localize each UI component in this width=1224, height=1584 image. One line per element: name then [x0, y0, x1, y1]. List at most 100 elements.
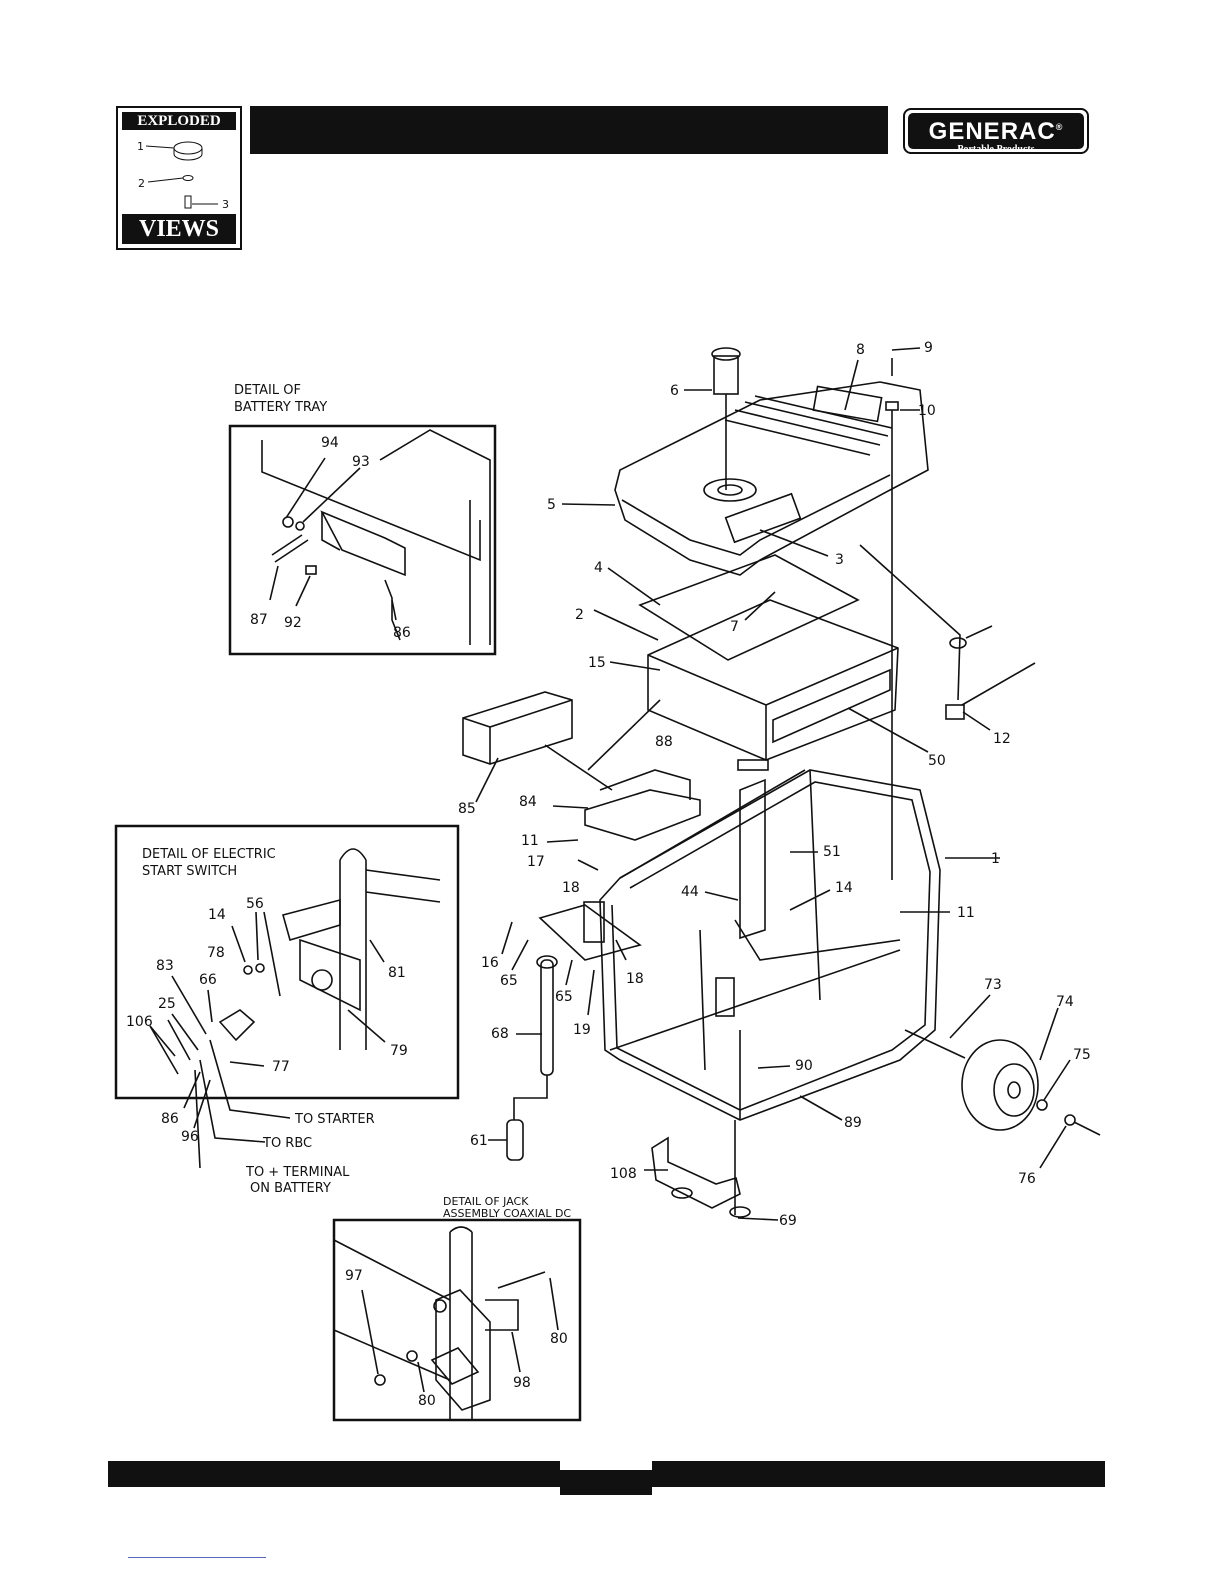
electric-start-title-1: DETAIL OF ELECTRIC: [142, 847, 276, 862]
callout-80a: 80: [550, 1331, 568, 1347]
callout-73: 73: [984, 977, 1002, 993]
callout-68: 68: [491, 1026, 509, 1042]
callout-3: 3: [835, 552, 844, 568]
badge-label-2: 2: [138, 177, 145, 190]
callout-15: 15: [588, 655, 606, 671]
exploded-views-badge: EXPLODED 1 2 3 VIEWS: [116, 106, 242, 250]
badge-mini-diagram: 1 2 3: [137, 140, 229, 211]
note-to-terminal: TO + TERMINAL: [245, 1165, 350, 1180]
callout-19: 19: [573, 1022, 591, 1038]
note-to-starter: TO STARTER: [294, 1112, 375, 1127]
callout-51: 51: [823, 844, 841, 860]
callout-77: 77: [272, 1059, 290, 1075]
callout-74: 74: [1056, 994, 1074, 1010]
note-on-battery: ON BATTERY: [250, 1181, 331, 1196]
callout-97: 97: [345, 1268, 363, 1284]
electric-start-title-2: START SWITCH: [142, 864, 237, 879]
callout-79: 79: [390, 1043, 408, 1059]
callout-85: 85: [458, 801, 476, 817]
handle-hinge: [583, 901, 605, 943]
callout-7: 7: [730, 619, 739, 635]
battery-tray-title-1: DETAIL OF: [234, 383, 301, 398]
callout-5: 5: [547, 497, 556, 513]
axle: [904, 1029, 966, 1059]
tank-pad: [638, 554, 860, 661]
jack-plate: [435, 1289, 491, 1411]
detail-battery-tray-box: [228, 424, 497, 656]
callout-94: 94: [321, 435, 339, 451]
note-to-rbc: TO RBC: [262, 1136, 312, 1151]
callout-98: 98: [513, 1375, 531, 1391]
jack-title-2: ASSEMBLY COAXIAL DC: [443, 1207, 571, 1220]
callout-9: 9: [924, 340, 933, 356]
callout-78: 78: [207, 945, 225, 961]
callout-106: 106: [126, 1014, 153, 1030]
callout-88: 88: [655, 734, 673, 750]
battery: [462, 691, 573, 765]
callout-44: 44: [681, 884, 699, 900]
callout-96: 96: [181, 1129, 199, 1145]
badge-title-bottom: VIEWS: [122, 214, 236, 244]
callout-25: 25: [158, 996, 176, 1012]
callout-16: 16: [481, 955, 499, 971]
detail-jack-box: [332, 1218, 582, 1422]
callout-84: 84: [519, 794, 537, 810]
foot-bracket: [651, 1136, 741, 1209]
frame: [599, 769, 941, 1121]
tank-bracket: [647, 599, 899, 761]
callout-86-tray: 86: [393, 625, 411, 641]
callout-92: 92: [284, 615, 302, 631]
callout-87: 87: [250, 612, 268, 628]
callout-17: 17: [527, 854, 545, 870]
callout-80b: 80: [418, 1393, 436, 1409]
callout-4: 4: [594, 560, 603, 576]
callout-81: 81: [388, 965, 406, 981]
callout-89: 89: [844, 1115, 862, 1131]
callout-14-switch: 14: [208, 907, 226, 923]
callout-11b: 11: [957, 905, 975, 921]
callout-12: 12: [993, 731, 1011, 747]
fuel-tank: [614, 381, 929, 576]
callout-75: 75: [1073, 1047, 1091, 1063]
footer-link-underline[interactable]: [128, 1557, 266, 1558]
callout-65b: 65: [555, 989, 573, 1005]
battery-tray: [584, 789, 701, 841]
callout-83: 83: [156, 958, 174, 974]
jack-title-1: DETAIL OF JACK: [443, 1195, 529, 1208]
callout-18b: 18: [626, 971, 644, 987]
registered-mark: ®: [1055, 122, 1064, 132]
switch-plate: [299, 938, 361, 1012]
callout-76: 76: [1018, 1171, 1036, 1187]
footer-tab: [560, 1470, 652, 1495]
control-panel-bracket: [739, 778, 766, 940]
callout-8: 8: [856, 342, 865, 358]
battery-tray-title-2: BATTERY TRAY: [234, 400, 327, 415]
callout-93: 93: [352, 454, 370, 470]
callout-65a: 65: [500, 973, 518, 989]
fuel-gauge: [713, 355, 739, 395]
handle-grip: [506, 1119, 524, 1161]
callout-10: 10: [918, 403, 936, 419]
badge-title-top: EXPLODED: [122, 112, 236, 130]
badge-label-1: 1: [137, 140, 144, 153]
handle: [540, 959, 554, 1076]
brand-subtitle: Portable Products: [957, 144, 1035, 155]
callout-2: 2: [575, 607, 584, 623]
footer-tab-gap: [560, 1460, 652, 1470]
wheel: [961, 1039, 1039, 1131]
callout-66: 66: [199, 972, 217, 988]
callout-90: 90: [795, 1058, 813, 1074]
callout-50: 50: [928, 753, 946, 769]
callout-18a: 18: [562, 880, 580, 896]
callout-61: 61: [470, 1133, 488, 1149]
badge-label-3: 3: [222, 198, 229, 211]
header-bar: [250, 106, 888, 154]
detail-electric-start-box: [114, 824, 460, 1100]
callout-14: 14: [835, 880, 853, 896]
callout-56: 56: [246, 896, 264, 912]
callout-1: 1: [991, 851, 1000, 867]
callout-108: 108: [610, 1166, 637, 1182]
brand-name: GENERAC: [928, 118, 1056, 145]
fuel-cap-ring: [703, 478, 757, 502]
